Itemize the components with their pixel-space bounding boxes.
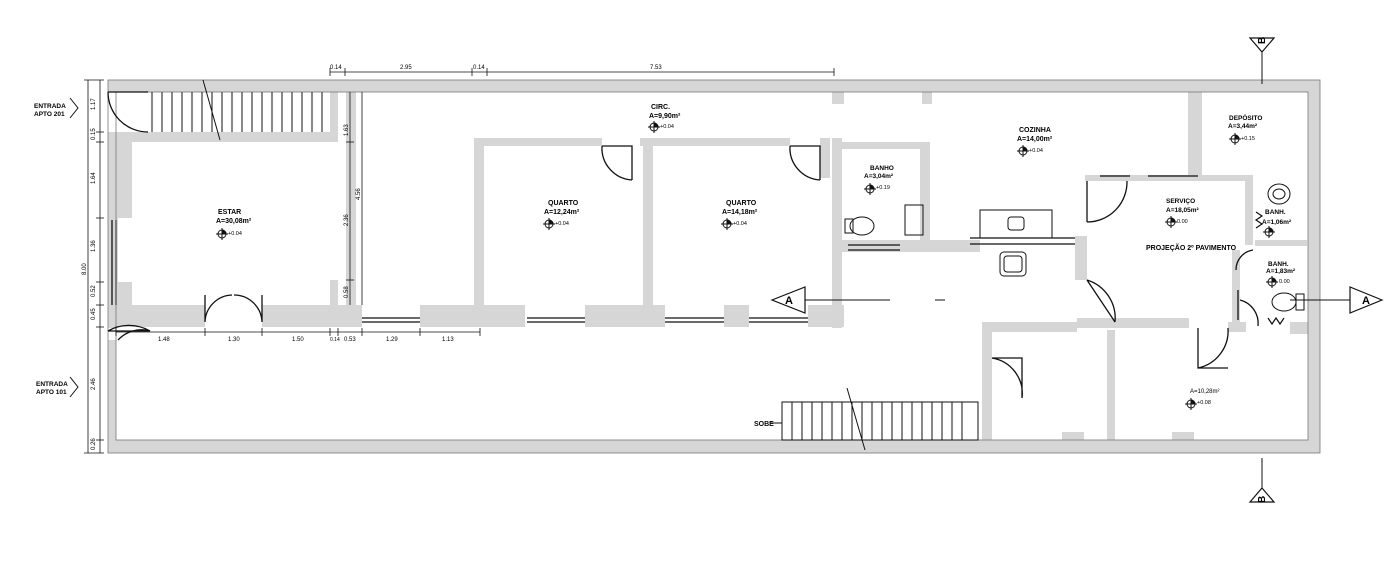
fixtures — [844, 183, 1305, 326]
stair-top — [151, 79, 323, 141]
room-quarto-2: QUARTO A=14,18m² +0.04 — [722, 200, 758, 227]
toilet-banh2 — [1271, 292, 1297, 312]
dim-top-1: 2.95 — [400, 65, 412, 71]
room-deposito: DEPÓSITO A=3,44m² +0.15 — [1228, 113, 1262, 142]
room-deposito-area: A=3,44m² — [1228, 123, 1258, 130]
room-lower-level: +0.08 — [1197, 400, 1211, 406]
room-quarto-1: QUARTO A=12,24m² +0.04 — [544, 200, 580, 227]
dim-left-0: 1.17 — [91, 98, 97, 110]
room-deposito-name: DEPÓSITO — [1229, 113, 1262, 122]
room-servico-area: A=18,05m² — [1166, 207, 1200, 214]
dim-mid-0: 1.63 — [344, 124, 350, 136]
stair-bottom — [770, 387, 979, 451]
room-cozinha-name: COZINHA — [1019, 127, 1051, 134]
room-banh-1-area: A=1,06m² — [1262, 219, 1292, 226]
room-circ: CIRC. A=9,90m² +0.04 — [649, 104, 681, 130]
room-servico: SERVIÇO A=18,05m² 0.00 — [1166, 198, 1200, 225]
room-circ-level: +0.04 — [660, 124, 674, 130]
dim-top-3: 7.53 — [650, 65, 662, 71]
room-quarto-2-name: QUARTO — [726, 200, 757, 207]
entrance-bottom-line1: ENTRADA — [36, 381, 68, 388]
room-deposito-level: +0.15 — [1241, 136, 1255, 142]
stair-label: SOBE — [754, 421, 774, 428]
toilet-banh1 — [1267, 183, 1291, 205]
room-estar-name: ESTAR — [218, 209, 241, 216]
section-label-a-left: A — [785, 295, 793, 307]
level-markers — [216, 121, 1278, 410]
room-banh-2-level: 0.00 — [1279, 279, 1290, 285]
dim-bottom-4: 0.53 — [344, 337, 356, 343]
room-cozinha: COZINHA A=14,00m² +0.04 — [1017, 127, 1053, 154]
room-banh-1: BANH. A=1,06m² — [1262, 209, 1292, 226]
room-quarto-1-level: +0.04 — [555, 221, 569, 227]
room-estar-area: A=30,08m² — [216, 218, 252, 225]
dim-left-4: 0.52 — [91, 285, 97, 297]
room-banho: BANHO A=3,04m² +0.19 — [864, 165, 894, 191]
projection-label: PROJEÇÃO 2º PAVIMENTO — [1146, 243, 1237, 252]
section-lines — [805, 52, 1350, 488]
room-banh-1-name: BANH. — [1265, 209, 1286, 216]
room-banh-2-name: BANH. — [1268, 261, 1289, 268]
dim-bottom-5: 1.29 — [386, 337, 398, 343]
room-quarto-2-level: +0.04 — [733, 221, 747, 227]
dim-bottom-1: 1.30 — [228, 337, 240, 343]
room-quarto-1-name: QUARTO — [548, 200, 579, 207]
room-banho-area: A=3,04m² — [864, 173, 894, 180]
dimension-lines — [84, 68, 835, 454]
dim-bottom-3: 0.14 — [330, 337, 340, 343]
room-lower: A=10,28m² +0.08 — [1190, 389, 1220, 406]
room-banh-2: BANH. A=1,83m² 0.00 — [1266, 261, 1296, 285]
dim-mid-3: 4.56 — [356, 188, 362, 200]
room-cozinha-area: A=14,00m² — [1017, 136, 1053, 143]
room-cozinha-level: +0.04 — [1029, 148, 1043, 154]
dim-bottom-0: 1.48 — [158, 337, 170, 343]
room-servico-name: SERVIÇO — [1166, 198, 1195, 205]
dim-left-2: 1.64 — [91, 172, 97, 184]
section-label-a-right: A — [1362, 295, 1370, 307]
walls — [108, 80, 1320, 453]
kitchen-counter — [979, 209, 1053, 239]
dim-bottom-2: 1.50 — [292, 337, 304, 343]
entrance-top-line2: APTO 201 — [34, 111, 65, 118]
dim-top-0: 0.14 — [330, 65, 342, 71]
dim-left-1: 0.15 — [91, 128, 97, 140]
room-estar: ESTAR A=30,08m² +0.04 — [216, 209, 252, 237]
dim-bottom-6: 1.13 — [442, 337, 454, 343]
dim-left-3: 1.36 — [91, 240, 97, 252]
cut-label-b-top: B — [1257, 37, 1268, 44]
dim-left-8: 8.00 — [82, 263, 88, 275]
outlines — [107, 79, 1321, 454]
dim-left-6: 2.46 — [91, 378, 97, 390]
dim-top-2: 0.14 — [473, 65, 485, 71]
entrance-arrows — [69, 97, 79, 398]
dim-left-5: 0.45 — [91, 308, 97, 320]
room-circ-area: A=9,90m² — [649, 113, 681, 120]
room-estar-level: +0.04 — [228, 231, 242, 237]
room-banh-2-area: A=1,83m² — [1266, 268, 1296, 275]
dim-mid-1: 2.36 — [344, 214, 350, 226]
section-markers — [770, 37, 1384, 503]
doors — [107, 91, 1259, 399]
room-servico-level: 0.00 — [1177, 219, 1188, 225]
room-quarto-1-area: A=12,24m² — [544, 209, 580, 216]
room-circ-name: CIRC. — [651, 104, 670, 111]
room-banho-name: BANHO — [870, 165, 894, 172]
cut-label-b-bottom: B — [1257, 496, 1268, 503]
dim-mid-2: 0.58 — [344, 286, 350, 298]
shower — [904, 204, 924, 236]
dim-left-7: 0.26 — [91, 438, 97, 450]
toilet-banho — [849, 216, 875, 236]
room-quarto-2-area: A=14,18m² — [722, 209, 758, 216]
entrance-bottom-line2: APTO 101 — [36, 389, 67, 396]
laundry-sink — [999, 251, 1027, 277]
entrance-top-line1: ENTRADA — [34, 103, 66, 110]
windows — [111, 175, 1239, 323]
room-banho-level: +0.19 — [876, 185, 890, 191]
room-lower-area: A=10,28m² — [1190, 389, 1220, 395]
